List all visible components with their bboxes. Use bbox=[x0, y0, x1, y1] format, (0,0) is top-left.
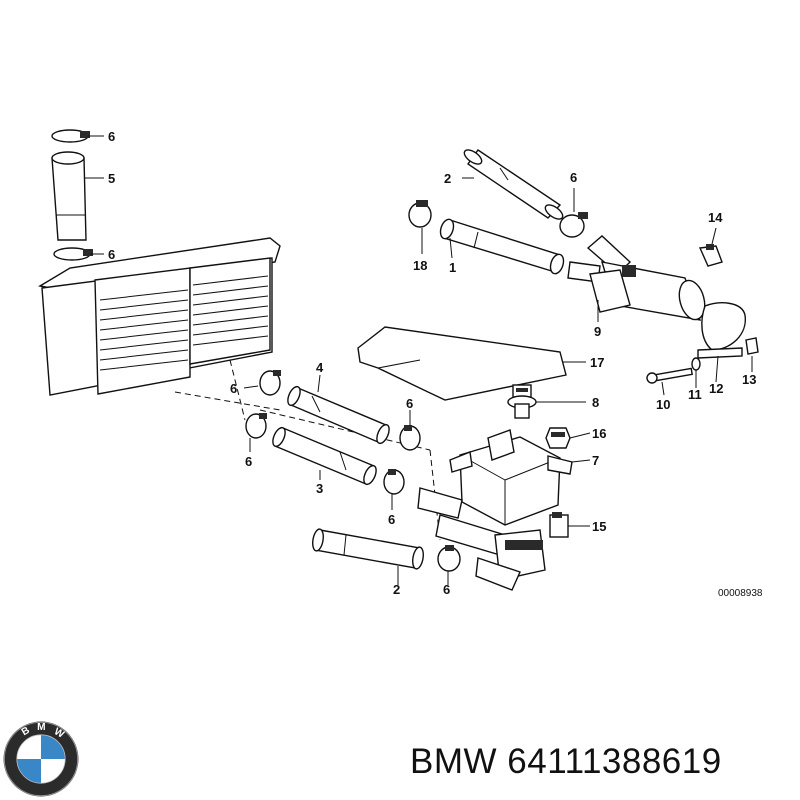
callout-6: 6 bbox=[388, 512, 395, 527]
water-pump-9 bbox=[567, 235, 706, 321]
part-number: 64111388619 bbox=[507, 742, 722, 781]
valve-block-7 bbox=[417, 429, 573, 591]
washer-11 bbox=[691, 357, 701, 371]
hose-1 bbox=[439, 218, 565, 275]
callout-6: 6 bbox=[443, 582, 450, 597]
brand-name: BMW bbox=[410, 742, 498, 781]
callout-9: 9 bbox=[594, 324, 601, 339]
fitting-8 bbox=[507, 384, 537, 419]
callout-11: 11 bbox=[688, 387, 702, 402]
hose-4 bbox=[287, 385, 390, 445]
callout-1: 1 bbox=[449, 260, 456, 275]
cover-17 bbox=[357, 326, 567, 401]
brand-part-number: BMW 64111388619 bbox=[410, 742, 722, 782]
callout-17: 17 bbox=[590, 355, 604, 370]
brand-footer: B M W bbox=[0, 700, 800, 800]
hose-5 bbox=[51, 151, 87, 241]
clamp-top bbox=[51, 129, 90, 143]
fitting-15 bbox=[549, 512, 569, 538]
screw-10 bbox=[646, 367, 694, 384]
callout-6: 6 bbox=[108, 129, 115, 144]
callout-labels: 6 5 6 2 6 14 18 1 9 17 12 13 11 10 8 16 … bbox=[108, 129, 763, 599]
clip-14 bbox=[698, 244, 723, 267]
diagram-reference-number: 00008938 bbox=[718, 588, 763, 599]
callout-6: 6 bbox=[570, 170, 577, 185]
fitting-16 bbox=[545, 427, 571, 449]
bracket-12 bbox=[697, 302, 746, 359]
callout-6: 6 bbox=[406, 396, 413, 411]
clamp-lower-right bbox=[437, 545, 461, 572]
callout-3: 3 bbox=[316, 481, 323, 496]
callout-18: 18 bbox=[413, 258, 427, 273]
callout-15: 15 bbox=[592, 519, 606, 534]
hose-3 bbox=[272, 426, 377, 486]
callout-2: 2 bbox=[393, 582, 400, 597]
callout-12: 12 bbox=[709, 381, 723, 396]
clip-13 bbox=[745, 337, 759, 355]
callout-8: 8 bbox=[592, 395, 599, 410]
clamps-middle bbox=[245, 370, 421, 495]
callout-4: 4 bbox=[316, 360, 324, 375]
callout-10: 10 bbox=[656, 397, 670, 412]
leader-lines bbox=[84, 135, 753, 585]
heater-core bbox=[38, 237, 281, 396]
svg-text:B: B bbox=[20, 725, 32, 738]
callout-6: 6 bbox=[230, 381, 237, 396]
hose-2-lower bbox=[312, 528, 424, 570]
callout-14: 14 bbox=[708, 210, 723, 225]
clamp-lower bbox=[53, 247, 93, 261]
callout-16: 16 bbox=[592, 426, 606, 441]
callout-2: 2 bbox=[444, 171, 451, 186]
callout-6: 6 bbox=[108, 247, 115, 262]
hose-2-upper bbox=[463, 149, 564, 220]
svg-text:M: M bbox=[37, 722, 45, 733]
callout-5: 5 bbox=[108, 171, 115, 186]
callout-7: 7 bbox=[592, 453, 599, 468]
clamp-upper-right bbox=[559, 212, 588, 238]
bmw-logo: B M W bbox=[3, 721, 79, 797]
callout-13: 13 bbox=[742, 372, 756, 387]
callout-6: 6 bbox=[245, 454, 252, 469]
clamp-18 bbox=[408, 200, 432, 228]
